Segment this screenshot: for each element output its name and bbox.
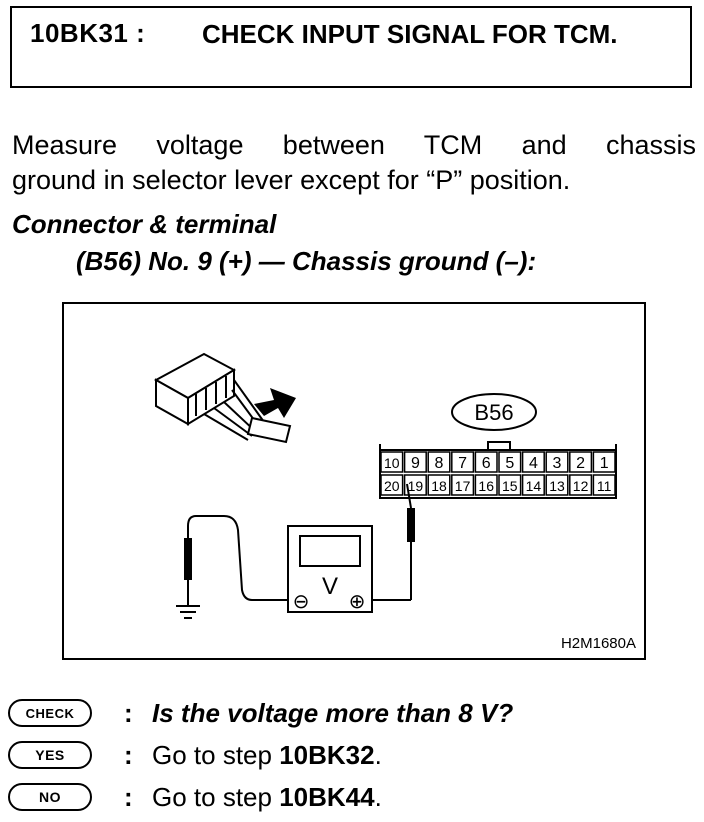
yes-suffix: . bbox=[374, 739, 382, 770]
terminal-number: 16 bbox=[478, 478, 494, 494]
terminal-number: 17 bbox=[455, 478, 471, 494]
yes-prefix: Go to step bbox=[152, 739, 280, 770]
terminal-number: 6 bbox=[482, 455, 491, 472]
instruction-line-2: ground in selector lever except for “P” … bbox=[12, 165, 571, 195]
yes-colon: : bbox=[124, 739, 133, 770]
no-prefix: Go to step bbox=[152, 781, 280, 812]
terminal-number: 5 bbox=[505, 455, 514, 472]
yes-answer: Go to step 10BK32. bbox=[152, 740, 382, 771]
terminal-cell bbox=[592, 474, 616, 496]
terminal-cell bbox=[427, 474, 451, 496]
terminal-number: 13 bbox=[549, 478, 565, 494]
check-row: CHECK : Is the voltage more than 8 V? bbox=[8, 696, 513, 730]
terminal-cell bbox=[569, 474, 593, 496]
terminal-number: 18 bbox=[431, 478, 447, 494]
connector-spec: (B56) No. 9 (+) — Chassis ground (–): bbox=[76, 246, 537, 276]
terminal-number: 8 bbox=[435, 455, 444, 472]
connector-heading: Connector & terminal bbox=[12, 209, 277, 239]
yes-badge: YES bbox=[8, 741, 92, 769]
terminal-number: 3 bbox=[553, 455, 562, 472]
minus-terminal-icon: ⊖ bbox=[293, 589, 310, 613]
terminal-cell bbox=[403, 451, 427, 473]
terminal-number: 11 bbox=[597, 478, 612, 494]
terminal-cell bbox=[403, 474, 427, 496]
terminal-number: 12 bbox=[573, 478, 589, 494]
voltmeter-symbol: V bbox=[322, 573, 338, 600]
terminal-cell bbox=[474, 474, 498, 496]
connector-label-text: B56 bbox=[474, 400, 513, 425]
terminal-number: 19 bbox=[408, 478, 424, 494]
terminal-cell bbox=[521, 474, 545, 496]
terminal-number: 2 bbox=[576, 455, 585, 472]
terminal-number: 20 bbox=[384, 478, 400, 494]
step-header-box: 10BK31 : CHECK INPUT SIGNAL FOR TCM. bbox=[10, 6, 692, 88]
terminal-cell bbox=[569, 451, 593, 473]
check-colon: : bbox=[124, 697, 133, 728]
terminal-cell bbox=[498, 474, 522, 496]
terminal-number: 7 bbox=[458, 455, 467, 472]
terminal-cell bbox=[380, 474, 404, 496]
terminal-cell bbox=[592, 451, 616, 473]
terminal-cell bbox=[451, 474, 475, 496]
negative-lead bbox=[184, 515, 300, 606]
terminal-cell bbox=[451, 451, 475, 473]
terminal-cell bbox=[474, 451, 498, 473]
connector-label-b56: B56 bbox=[451, 393, 537, 431]
ground-icon bbox=[176, 605, 200, 619]
instruction-line-1: Measure voltage between TCM and chassis bbox=[12, 130, 696, 160]
instruction-text: Measure voltage between TCM and chassis … bbox=[12, 128, 696, 198]
no-row: NO : Go to step 10BK44. bbox=[8, 780, 382, 814]
terminal-number: 4 bbox=[529, 455, 538, 472]
step-title: CHECK INPUT SIGNAL FOR TCM. bbox=[202, 19, 618, 49]
yes-row: YES : Go to step 10BK32. bbox=[8, 738, 382, 772]
terminal-cell bbox=[545, 451, 569, 473]
plus-terminal-icon: ⊕ bbox=[349, 589, 366, 613]
no-target-step: 10BK44 bbox=[279, 781, 375, 812]
terminal-number: 15 bbox=[502, 478, 518, 494]
check-badge: CHECK bbox=[8, 699, 92, 727]
no-colon: : bbox=[124, 781, 133, 812]
no-badge: NO bbox=[8, 783, 92, 811]
voltmeter-icon: V ⊖ ⊕ bbox=[287, 525, 373, 613]
terminal-cell bbox=[498, 451, 522, 473]
yes-target-step: 10BK32 bbox=[279, 739, 375, 770]
check-question: Is the voltage more than 8 V? bbox=[152, 697, 514, 728]
connector-illustration bbox=[153, 352, 292, 444]
terminal-cell bbox=[427, 451, 451, 473]
figure-id: H2M1680A bbox=[560, 635, 636, 652]
terminal-cell bbox=[380, 451, 404, 473]
terminal-cell bbox=[545, 474, 569, 496]
terminal-number: 14 bbox=[526, 478, 542, 494]
terminal-cell bbox=[521, 451, 545, 473]
arrow-icon bbox=[254, 388, 296, 418]
no-answer: Go to step 10BK44. bbox=[152, 782, 382, 813]
terminal-number: 10 bbox=[384, 455, 400, 471]
no-suffix: . bbox=[374, 781, 382, 812]
step-code: 10BK31 : bbox=[30, 18, 146, 48]
terminal-number: 9 bbox=[411, 455, 420, 472]
terminal-number: 1 bbox=[600, 455, 609, 472]
